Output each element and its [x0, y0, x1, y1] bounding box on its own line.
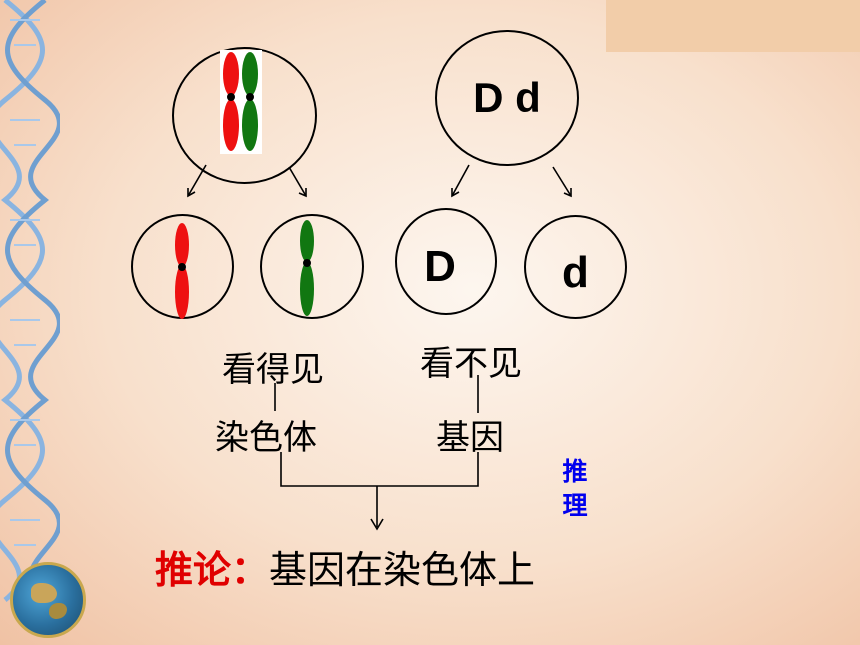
green-centromere — [303, 259, 311, 267]
red-centromere — [178, 263, 186, 271]
daughter-cell-d — [524, 215, 627, 319]
parent-cell-chromosomes — [172, 47, 317, 184]
bracket-lines — [280, 452, 479, 487]
conclusion-line: 推论：基因在染色体上 — [155, 539, 535, 594]
header-box — [606, 0, 860, 52]
reasoning-char-1: 推 — [562, 457, 588, 486]
dna-helix-decoration — [0, 0, 60, 602]
earth-logo — [10, 562, 86, 638]
green-chromosome-upper — [300, 220, 314, 262]
label-invisible: 看不见 — [420, 344, 522, 384]
label-visible: 看得见 — [222, 350, 324, 390]
daughter-cell-green — [260, 214, 364, 319]
reasoning-char-2: 理 — [562, 491, 588, 520]
green-chromosome-lower — [300, 262, 314, 316]
arrow-right-a — [451, 164, 470, 197]
conclusion-text: 基因在染色体上 — [269, 548, 536, 592]
arrow-left-b — [288, 166, 307, 197]
daughter-cell-D — [395, 208, 497, 315]
conclusion-prefix: 推论： — [155, 547, 270, 592]
parent-cell-genes — [435, 30, 579, 166]
daughter-gene-d: d — [562, 248, 589, 297]
arrow-left-a — [187, 164, 207, 197]
red-chromosome-lower — [175, 265, 189, 319]
label-gene: 基因 — [436, 418, 504, 458]
arrow-right-b — [552, 166, 572, 197]
chromosome-pair-figure — [220, 50, 262, 154]
daughter-gene-D: D — [424, 242, 456, 291]
label-chromosome: 染色体 — [215, 418, 317, 458]
parent-genotype: D d — [473, 74, 541, 121]
red-chromosome-upper — [175, 223, 189, 267]
